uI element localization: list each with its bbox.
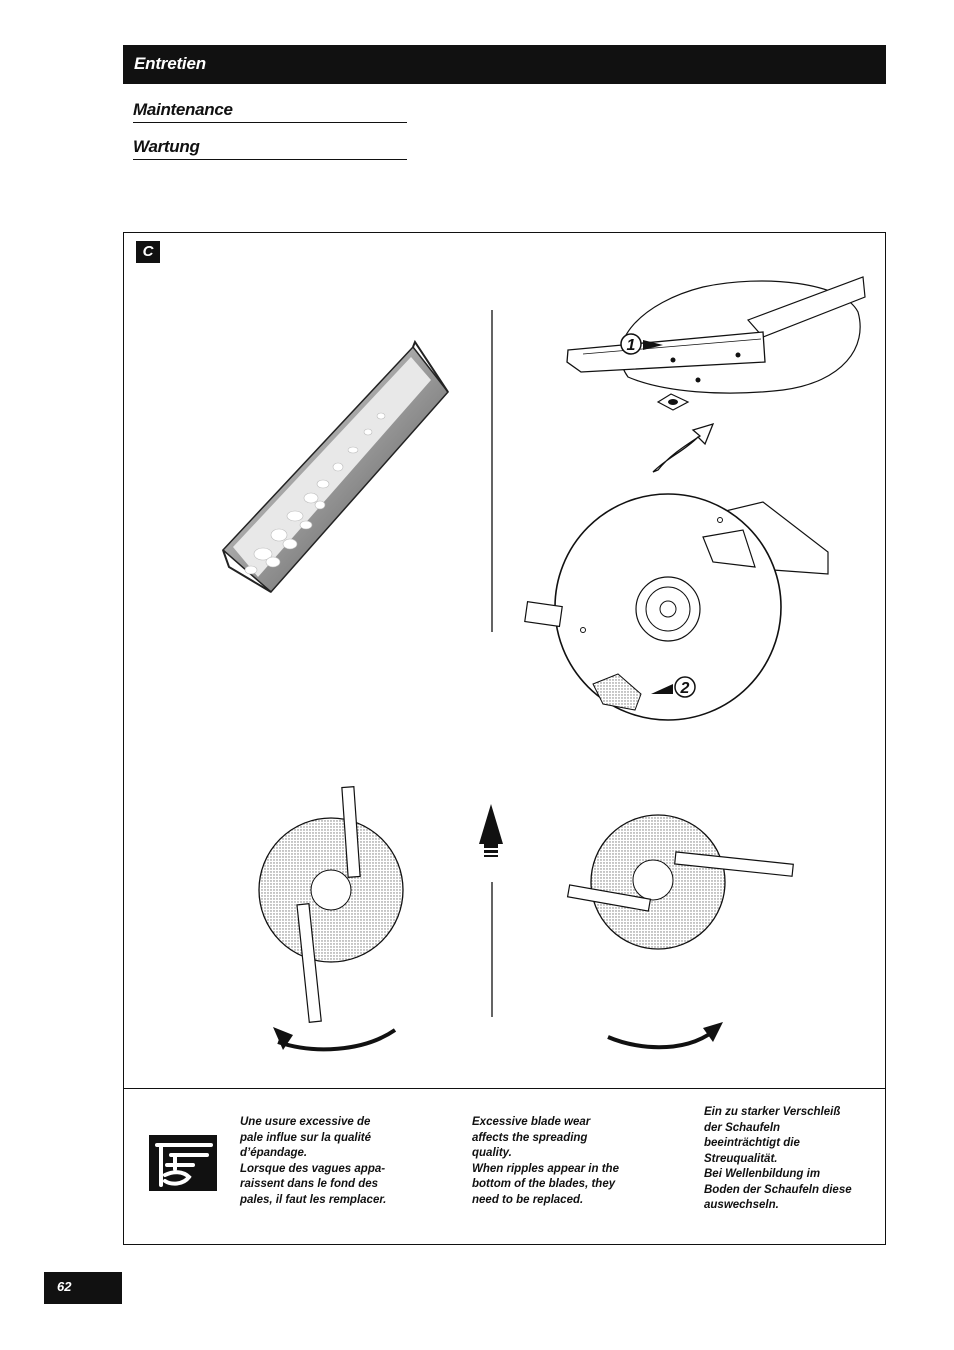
note-french: Une usure excessive de pale influe sur l… bbox=[240, 1116, 387, 1206]
header-bar: Entretien bbox=[123, 45, 886, 84]
disc-before-icon bbox=[258, 786, 404, 1023]
note-english: Excessive blade wear affects the spreadi… bbox=[472, 1116, 619, 1206]
curved-arrow-icon bbox=[652, 422, 715, 473]
callout-2-label: 2 bbox=[680, 680, 690, 697]
up-arrow-icon bbox=[479, 804, 503, 857]
note-hand-icon bbox=[149, 1135, 217, 1191]
wing-nut-icon bbox=[656, 393, 690, 411]
figure-badge: C bbox=[136, 241, 160, 263]
spreader-disc-icon: 2 bbox=[524, 493, 829, 721]
worn-blade-photo bbox=[221, 339, 449, 594]
callout-1-label: 1 bbox=[627, 337, 636, 354]
figure-frame bbox=[123, 232, 886, 1245]
maintenance-illustration: 1 2 bbox=[221, 276, 866, 1052]
disc-blade-assembly-top: 1 bbox=[566, 276, 866, 411]
note-german: Ein zu starker Verschleiß der Schaufeln … bbox=[704, 1106, 852, 1211]
section-title: Entretien bbox=[134, 54, 206, 73]
rotation-arrow-icon bbox=[277, 1028, 397, 1052]
frame-divider bbox=[123, 1088, 886, 1089]
subtitle-wartung: Wartung bbox=[133, 137, 407, 160]
subtitle-maintenance: Maintenance bbox=[133, 100, 407, 123]
blade-icon bbox=[566, 331, 766, 373]
page-number-box: 62 bbox=[44, 1272, 122, 1304]
page-number: 62 bbox=[57, 1279, 72, 1294]
disc-after-icon bbox=[566, 814, 794, 950]
